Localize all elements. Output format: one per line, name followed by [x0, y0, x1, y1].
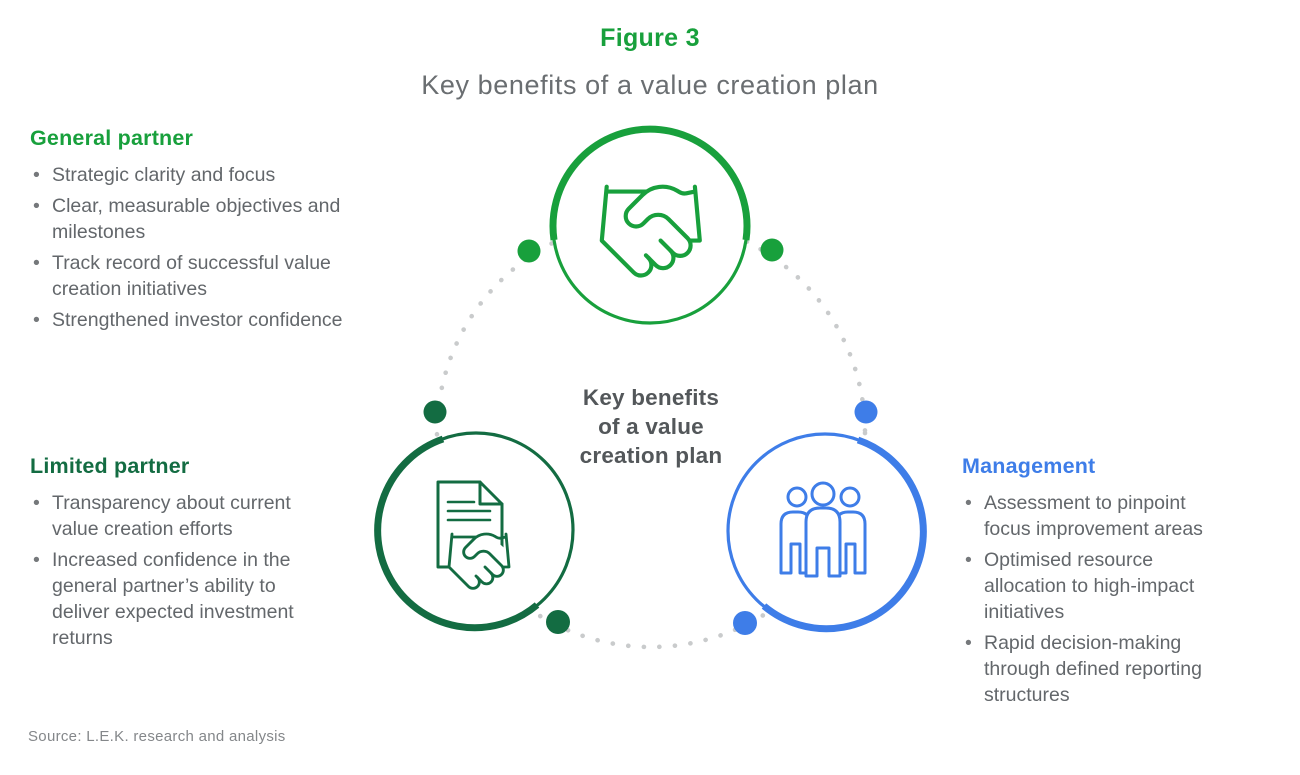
connector-dot-darkgreen-bottom [546, 610, 570, 634]
team-right-head [839, 486, 861, 508]
bullet-item: Transparency about current value creatio… [30, 490, 324, 542]
bullet-item: Clear, measurable objectives and milesto… [30, 193, 397, 245]
handshake-icon [599, 184, 702, 278]
team-icon [779, 481, 867, 578]
section-management: Management Assessment to pinpoint focus … [962, 454, 1272, 713]
node-limited-partner-thick-arc [374, 435, 540, 632]
dotted-connector-ring [434, 216, 868, 650]
center-label-line: creation plan [579, 443, 723, 468]
team-left-head [786, 486, 808, 508]
management-list: Assessment to pinpoint focus improvement… [962, 490, 1272, 708]
document-handshake-icon [436, 480, 511, 590]
figure-title: Key benefits of a value creation plan [421, 70, 879, 100]
center-label-line: Key benefits [582, 385, 720, 410]
section-general-partner: General partner Strategic clarity and fo… [30, 126, 420, 338]
limited-partner-heading: Limited partner [30, 454, 190, 478]
bullet-item: Rapid decision-making through defined re… [962, 630, 1234, 708]
center-label: Key benefits of a value creation plan [541, 383, 761, 470]
connector-dot-green-left [517, 239, 541, 263]
document-mini-handshake [447, 532, 511, 590]
limited-partner-list: Transparency about current value creatio… [30, 490, 370, 651]
bullet-item: Optimised resource allocation to high-im… [962, 547, 1234, 625]
figure-label: Figure 3 [600, 24, 700, 52]
bullet-item: Track record of successful value creatio… [30, 250, 397, 302]
team-center-body [804, 506, 842, 578]
node-general-partner-thick-arc [549, 125, 751, 241]
source-note: Source: L.E.K. research and analysis [28, 728, 286, 745]
node-management-thick-arc [761, 436, 927, 633]
center-label-line: of a value [598, 414, 704, 439]
bullet-item: Strategic clarity and focus [30, 162, 397, 188]
bullet-item: Assessment to pinpoint focus improvement… [962, 490, 1234, 542]
bullet-item: Strengthened investor confidence [30, 307, 397, 333]
team-center-head [810, 481, 836, 507]
document-fold [478, 480, 504, 506]
bullet-item: Increased confidence in the general part… [30, 547, 324, 651]
section-limited-partner: Limited partner Transparency about curre… [30, 454, 370, 656]
general-partner-list: Strategic clarity and focus Clear, measu… [30, 162, 420, 333]
connector-dot-blue-bottom [733, 611, 757, 635]
connector-dot-green-right [760, 238, 784, 262]
management-heading: Management [962, 454, 1096, 478]
connector-dot-darkgreen-top [423, 400, 447, 424]
connector-dot-blue-top [854, 400, 878, 424]
general-partner-heading: General partner [30, 126, 194, 150]
